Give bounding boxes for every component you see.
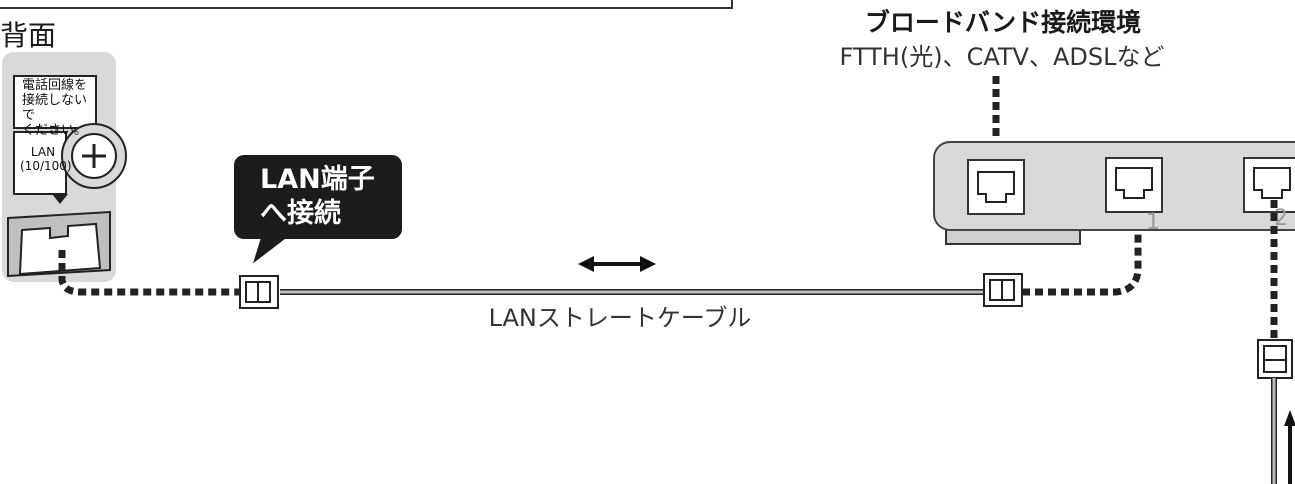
dotted-link-right [1022,196,1142,296]
dotted-link-left [58,250,240,296]
double-arrow-icon [578,256,656,272]
warning-line: 電話回線を [22,78,88,93]
callout-line: LAN端子 [260,164,375,195]
broadband-title: ブロードバンド接続環境 [864,8,1142,37]
callout-line: へ接続 [260,198,341,229]
router-wan-port-icon [967,159,1025,215]
router [933,141,1295,245]
back-panel-label: 背面 [0,19,57,52]
router-port-number: 1 [1146,210,1160,235]
lan-port-sticker: LAN (10/100) [20,145,72,173]
router-port-2-icon [1243,157,1295,213]
warning-line: 接続しないで [22,93,88,123]
callout-pointer [253,235,290,264]
lan-port-line: LAN [30,145,56,159]
cable-label: LANストレートケーブル [488,304,752,332]
vertical-arrow-icon [1284,410,1295,426]
lan-cable [239,273,1023,309]
warning-line: ください。 [22,123,88,138]
connect-callout: LAN端子 へ接続 [234,155,402,239]
lan-port-line: (10/100) [20,159,72,173]
device-back-panel [2,52,127,282]
warning-sticker: 電話回線を 接続しないで ください。 [22,78,94,138]
pointer-arrow-icon [52,194,68,204]
broadband-subtitle: FTTH(光)、CATV、ADSLなど [839,43,1165,71]
top-frame-edge [0,0,733,9]
vertical-cable [1257,339,1295,484]
router-port-number: 2 [1274,206,1288,231]
lan-jack-icon [18,222,102,276]
router-port-1-icon [1105,157,1163,213]
